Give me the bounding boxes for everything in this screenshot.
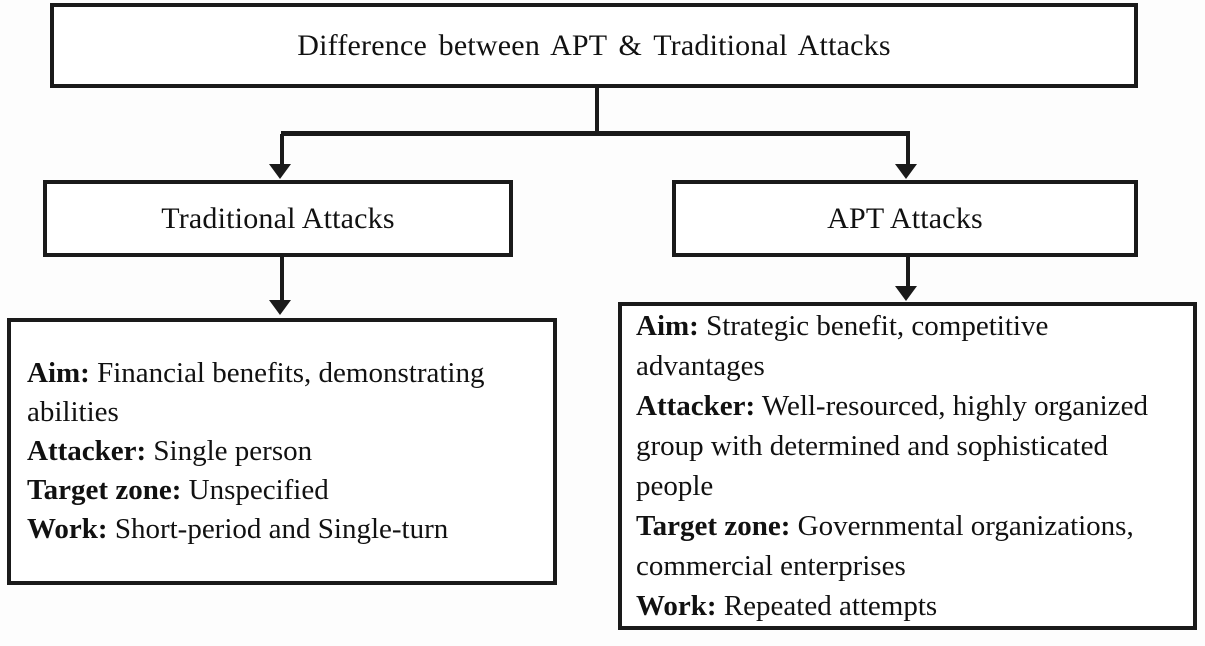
detail-entry: Work: Repeated attempts — [636, 590, 938, 622]
traditional-attacks-label: Traditional Attacks — [161, 201, 395, 235]
detail-entry: Aim: Strategic benefit, competitive adva… — [636, 310, 1049, 382]
connector-drop-right — [906, 134, 910, 165]
traditional-attacks-box: Traditional Attacks — [43, 180, 513, 257]
traditional-attacks-detail-box: Aim: Financial benefits, demonstrating a… — [7, 318, 557, 585]
detail-entry: Target zone: Unspecified — [27, 474, 329, 506]
apt-attacks-label: APT Attacks — [827, 201, 983, 235]
title-box: Difference between APT & Traditional Att… — [50, 3, 1138, 88]
arrow-down-icon — [895, 286, 917, 301]
apt-attacks-box: APT Attacks — [672, 180, 1138, 257]
arrow-down-icon — [269, 164, 291, 179]
detail-entry: Work: Short-period and Single-turn — [27, 513, 449, 545]
arrow-down-icon — [895, 164, 917, 179]
arrow-down-icon — [269, 300, 291, 315]
detail-entry: Attacker: Single person — [27, 435, 313, 467]
detail-entry: Target zone: Governmental organizations,… — [636, 510, 1134, 582]
connector-horizontal-rail — [281, 131, 910, 136]
detail-entry: Aim: Financial benefits, demonstrating a… — [27, 357, 485, 428]
diagram-title: Difference between APT & Traditional Att… — [297, 28, 891, 62]
detail-entry: Attacker: Well-resourced, highly organiz… — [636, 390, 1148, 502]
connector-drop-left — [280, 134, 284, 165]
apt-attacks-detail-box: Aim: Strategic benefit, competitive adva… — [618, 302, 1197, 630]
connector-right-bottom — [906, 255, 910, 288]
connector-stem-top — [595, 86, 599, 133]
connector-left-bottom — [280, 255, 284, 301]
